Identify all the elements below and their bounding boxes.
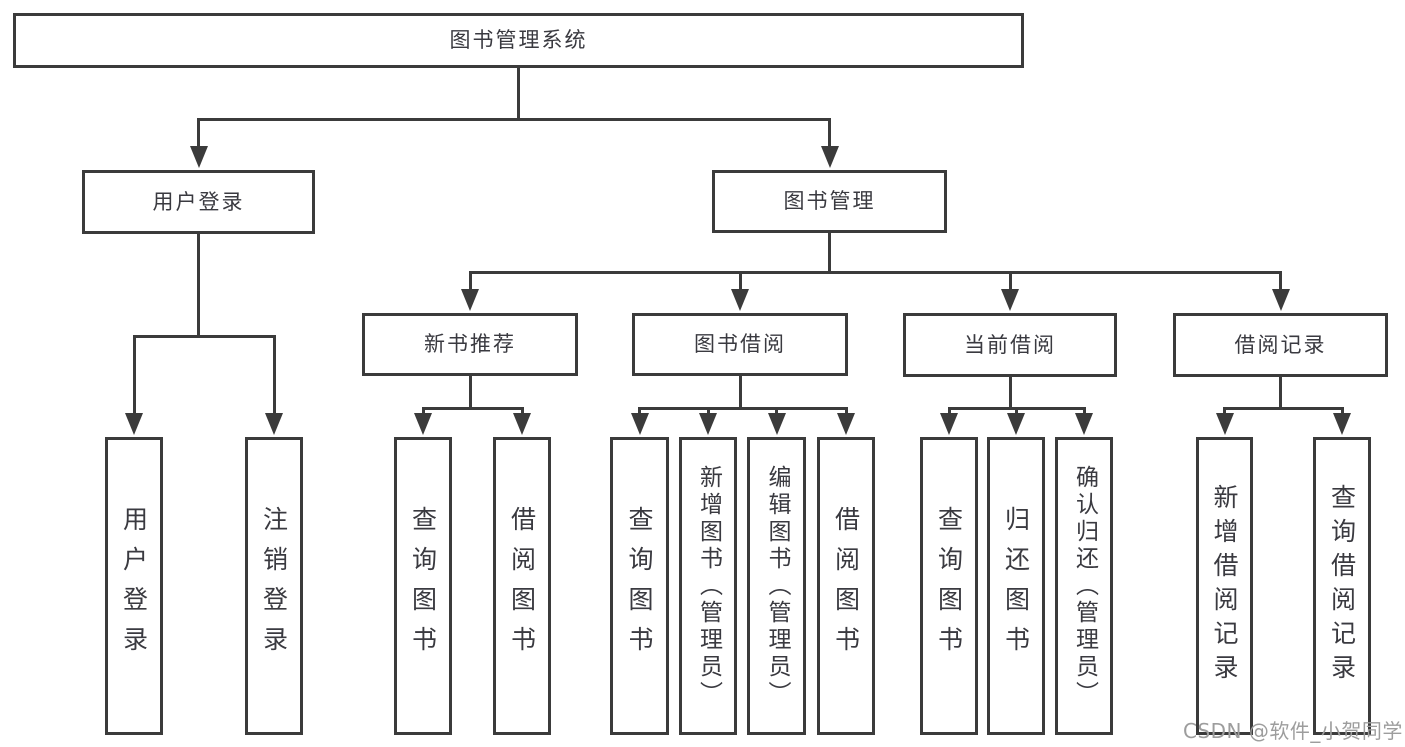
node-label: 图书管理 [783,189,876,213]
connector-stem-current-borrow [1008,271,1012,293]
node-current-borrow: 当前借阅 [903,313,1117,377]
connector-bar-new-book-recommend [421,407,524,410]
connector-bar-user-login [132,335,276,338]
connector-bar-root [197,118,831,121]
node-label: 查询图书 [934,506,964,666]
arrowhead-down-icon [630,413,649,435]
node-borrow-add-book-admin: 新增图书（管理员） [679,437,737,735]
arrowhead-down-icon [1001,289,1019,311]
arrowhead-down-icon [1333,413,1351,435]
connector-stem-borrow-edit-book-admin [775,407,778,417]
node-label: 查询图书 [625,506,654,666]
arrowhead-down-icon [837,413,855,435]
connector-stem-recommend-query-book [421,407,425,417]
node-label: 用户登录 [119,506,149,666]
arrowhead-down-icon [820,146,839,168]
arrowhead-down-icon [189,146,208,168]
node-label: 查询借阅记录 [1327,484,1357,688]
connector-stem-current-return-book [1014,407,1018,417]
connector-stem-new-book-recommend [468,271,472,293]
connector-stem-book-borrow [738,376,742,407]
arrowhead-down-icon [940,413,958,435]
node-label: 注销登录 [259,506,289,666]
node-borrow-records: 借阅记录 [1173,313,1388,377]
watermark: CSDN @软件_小贺同学 [1183,719,1403,743]
node-label: 新增借阅记录 [1210,484,1239,688]
node-label: 新书推荐 [424,332,516,356]
node-label: 确认归还（管理员） [1071,464,1098,708]
node-label: 归还图书 [1001,506,1031,666]
connector-bar-book-management [468,271,1282,274]
node-borrow-query-book: 查询图书 [610,437,669,735]
connector-stem-user-login [197,234,200,335]
arrowhead-down-icon [1215,413,1234,435]
connector-stem-new-book-recommend [468,376,472,407]
connector-stem-user-login [197,118,200,150]
node-records-add-record: 新增借阅记录 [1196,437,1253,735]
node-label: 借阅记录 [1234,332,1327,357]
connector-stem-borrow-records [1279,377,1282,407]
node-label: 编辑图书（管理员） [764,464,790,708]
connector-stem-book-management [828,233,831,271]
arrowhead-down-icon [699,413,717,435]
connector-stem-current-confirm-return-admin [1082,407,1086,417]
arrowhead-down-icon [414,413,432,435]
connector-stem-borrow-query-book [638,407,641,417]
node-label: 图书借阅 [694,332,786,356]
connector-stem-recommend-borrow-book [520,407,524,417]
node-borrow-edit-book-admin: 编辑图书（管理员） [747,437,806,735]
connector-stem-borrow-add-book-admin [706,407,710,417]
node-records-query-record: 查询借阅记录 [1313,437,1371,735]
arrowhead-down-icon [1271,289,1290,311]
arrowhead-down-icon [265,413,283,435]
node-current-confirm-return-admin: 确认归还（管理员） [1055,437,1113,735]
node-book-borrow: 图书借阅 [632,313,848,376]
connector-bar-book-borrow [638,407,848,410]
node-label: 图书管理系统 [449,28,588,52]
connector-bar-borrow-records [1223,407,1344,410]
node-label: 借阅图书 [507,506,537,666]
node-current-query-book: 查询图书 [920,437,978,735]
node-user-login-leaf: 用户登录 [105,437,163,735]
node-label: 查询图书 [408,506,438,666]
connector-stem-book-management [828,118,831,150]
arrowhead-down-icon [731,289,749,311]
connector-stem-records-add-record [1223,407,1226,417]
arrowhead-down-icon [1007,413,1025,435]
connector-stem-borrow-records [1279,271,1282,293]
connector-stem-logout [272,335,276,417]
arrowhead-down-icon [461,289,479,311]
connector-stem-current-borrow [1008,377,1012,407]
node-borrow-borrow-book: 借阅图书 [817,437,875,735]
arrowhead-down-icon [1075,413,1093,435]
node-logout: 注销登录 [245,437,303,735]
node-book-management: 图书管理 [712,170,947,233]
node-recommend-query-book: 查询图书 [394,437,452,735]
node-current-return-book: 归还图书 [987,437,1045,735]
connector-stem-root [517,68,520,118]
connector-stem-records-query-record [1340,407,1344,417]
connector-stem-user-login-leaf [132,335,136,417]
node-label: 当前借阅 [964,332,1056,357]
node-user-login: 用户登录 [82,170,315,234]
connector-stem-current-query-book [947,407,951,417]
connector-stem-borrow-borrow-book [844,407,848,417]
node-root: 图书管理系统 [13,13,1024,68]
connector-stem-book-borrow [738,271,742,293]
node-label: 新增图书（管理员） [695,464,722,708]
node-recommend-borrow-book: 借阅图书 [493,437,551,735]
arrowhead-down-icon [125,413,143,435]
node-new-book-recommend: 新书推荐 [362,313,578,376]
node-label: 借阅图书 [831,506,861,666]
arrowhead-down-icon [513,413,531,435]
arrowhead-down-icon [767,413,786,435]
node-label: 用户登录 [152,189,245,214]
